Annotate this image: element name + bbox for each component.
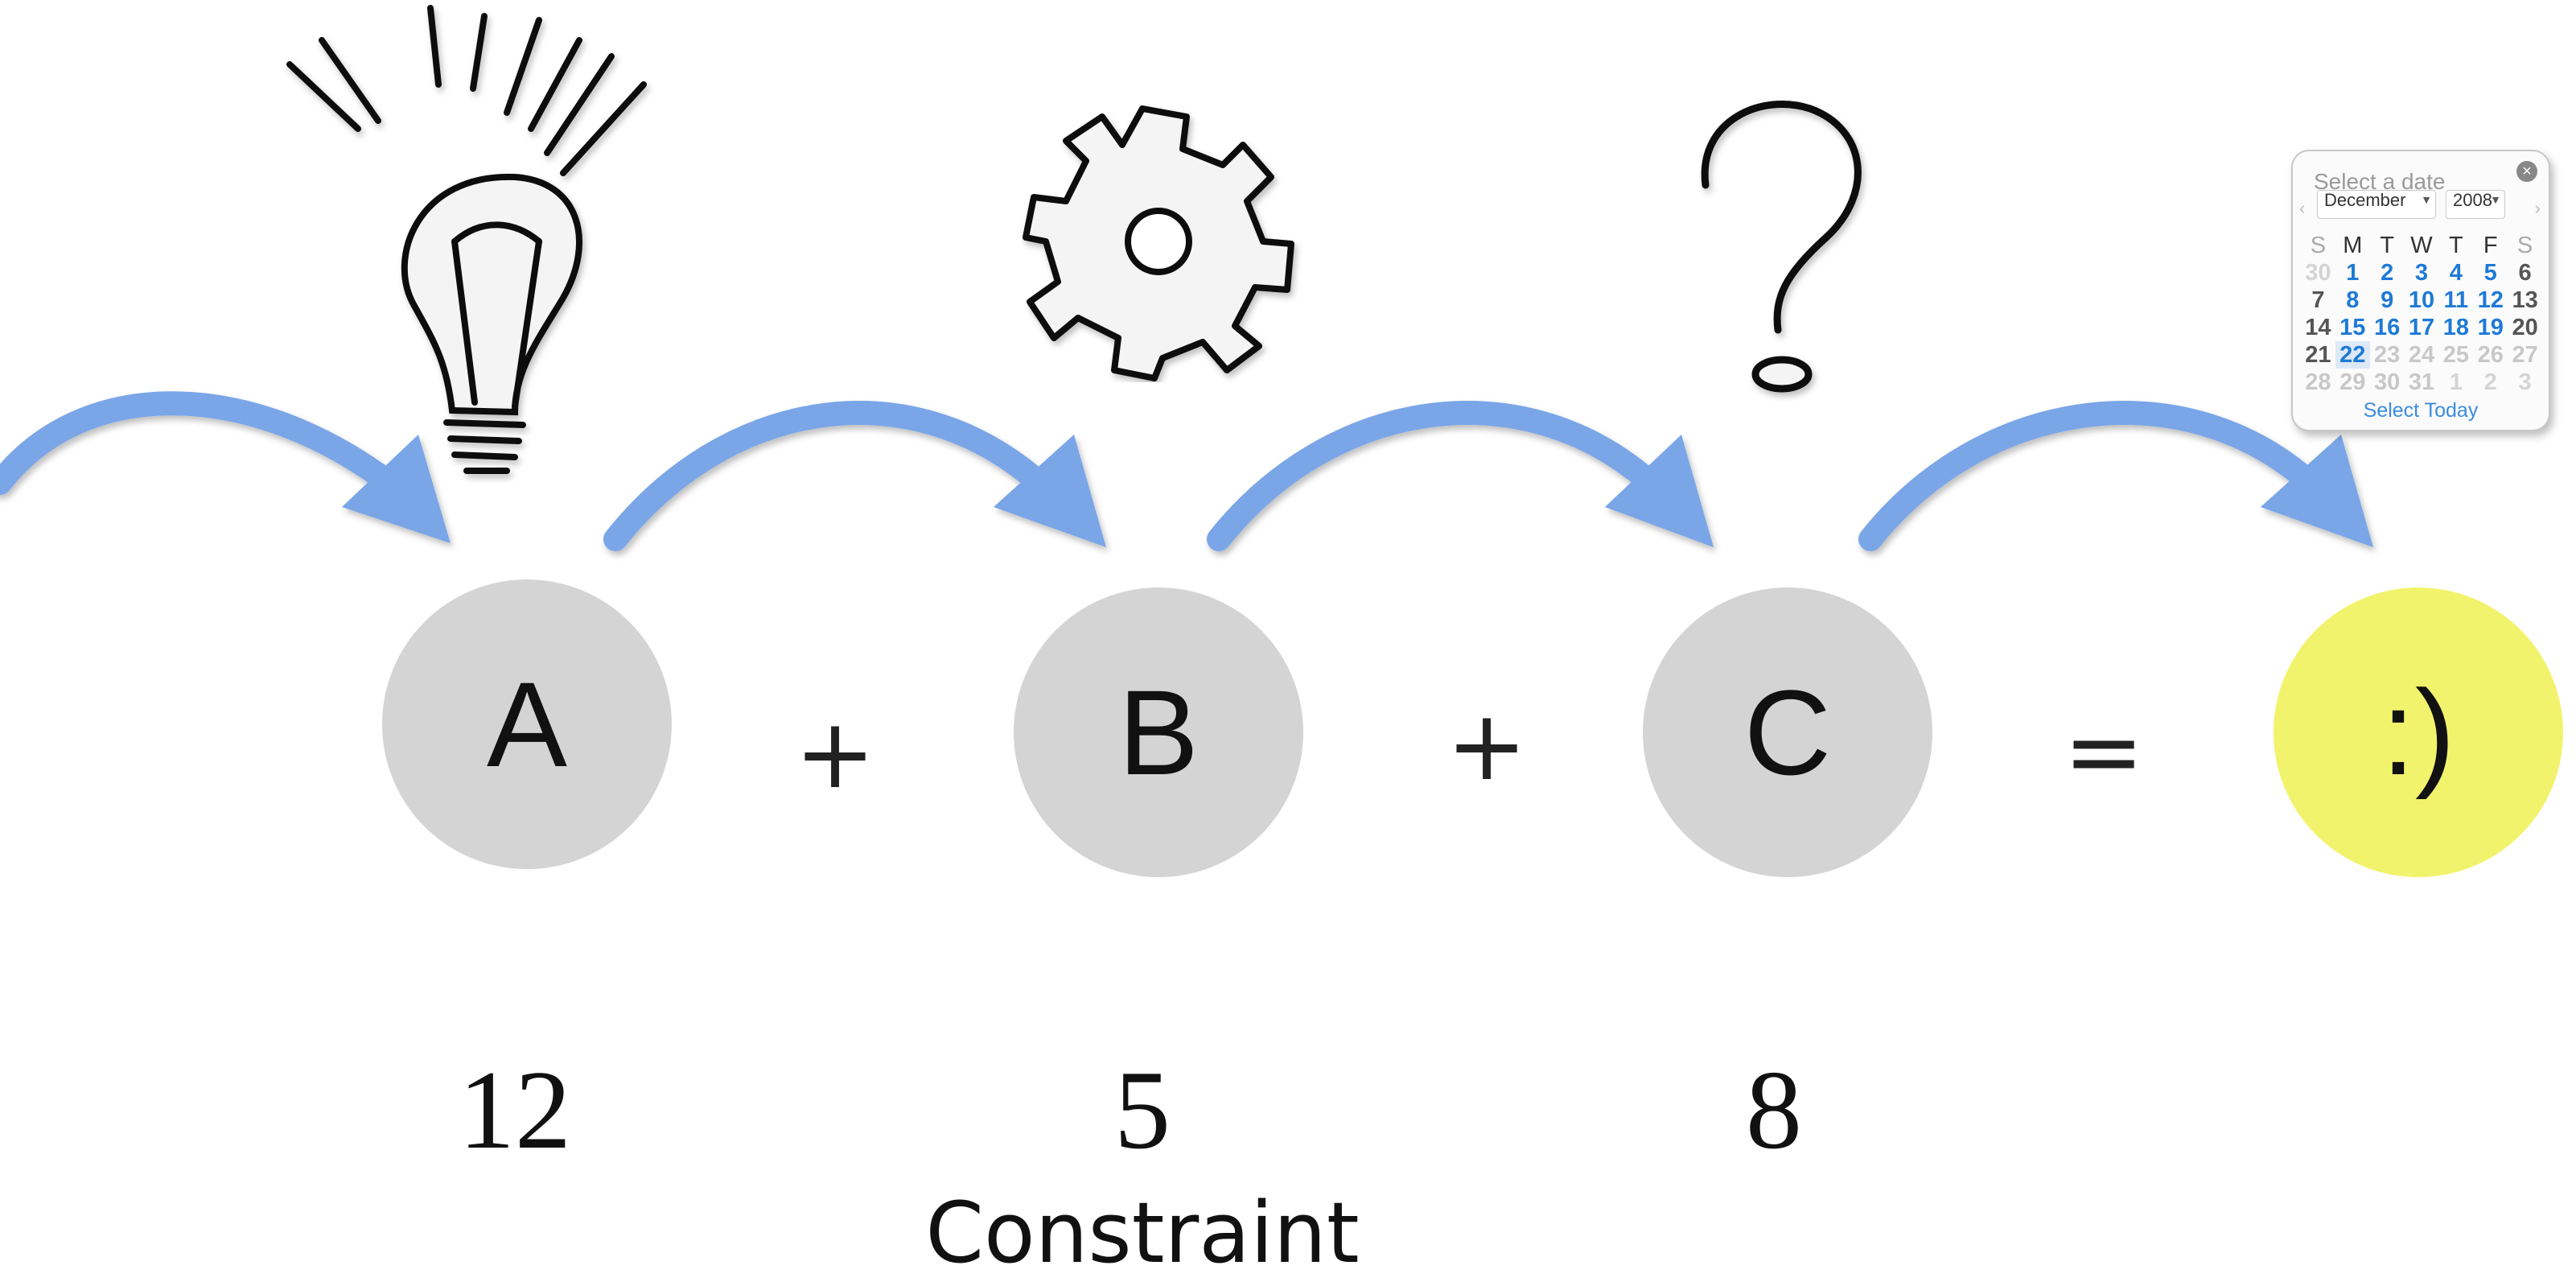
- calendar-day[interactable]: 31: [2408, 369, 2435, 395]
- node-b: B: [1014, 587, 1303, 877]
- value-a: 12: [459, 1048, 571, 1173]
- date-picker-title: Select a date: [2314, 169, 2446, 194]
- operator-plus-1: +: [794, 699, 876, 810]
- calendar-day[interactable]: 30: [2374, 369, 2401, 395]
- weekday-header: T: [2448, 233, 2463, 258]
- month-select[interactable]: December ▼: [2317, 190, 2436, 219]
- node-a: A: [382, 579, 672, 869]
- weekday-header: F: [2483, 233, 2498, 258]
- close-icon[interactable]: ×: [2516, 161, 2537, 182]
- calendar-day[interactable]: 5: [2483, 260, 2497, 286]
- calendar-day[interactable]: 24: [2408, 342, 2435, 368]
- chevron-down-icon: ▼: [2490, 193, 2501, 206]
- calendar-day[interactable]: 7: [2311, 287, 2325, 313]
- calendar-day[interactable]: 14: [2305, 315, 2331, 340]
- calendar-day[interactable]: 12: [2477, 287, 2504, 313]
- calendar-day[interactable]: 21: [2305, 342, 2331, 368]
- question-mark-icon: [1701, 100, 1862, 393]
- calendar-day: 3: [2518, 369, 2532, 395]
- calendar-day-today[interactable]: 22: [2335, 341, 2370, 369]
- arrow-b-to-c: [1207, 401, 1714, 551]
- calendar-day[interactable]: 27: [2512, 342, 2538, 368]
- operator-plus-2: +: [1446, 690, 1528, 802]
- weekday-header: T: [2380, 233, 2394, 258]
- operator-equals: =: [2063, 696, 2145, 808]
- year-select-value: 2008: [2453, 190, 2492, 210]
- calendar-day[interactable]: 18: [2442, 315, 2469, 340]
- calendar-day[interactable]: 8: [2346, 287, 2360, 313]
- node-c: C: [1643, 587, 1932, 877]
- calendar-day[interactable]: 15: [2339, 315, 2366, 340]
- year-select[interactable]: 2008 ▼: [2446, 190, 2505, 219]
- chevron-down-icon: ▼: [2421, 193, 2432, 206]
- calendar-day[interactable]: 20: [2512, 315, 2538, 340]
- calendar-day: 1: [2449, 369, 2463, 395]
- calendar-day[interactable]: 28: [2305, 369, 2331, 395]
- calendar-day[interactable]: 1: [2346, 260, 2360, 286]
- calendar-day[interactable]: 9: [2381, 287, 2394, 313]
- calendar-day[interactable]: 11: [2443, 287, 2469, 313]
- calendar-day[interactable]: 2: [2381, 260, 2394, 286]
- weekday-header: M: [2343, 233, 2363, 258]
- prev-month-icon[interactable]: ‹: [2299, 198, 2306, 218]
- node-result: :): [2274, 587, 2563, 877]
- value-b: 5: [1114, 1048, 1171, 1173]
- arrow-into-a: [0, 391, 451, 543]
- calendar-day[interactable]: 29: [2339, 369, 2366, 395]
- calendar-day[interactable]: 10: [2408, 287, 2435, 313]
- lightbulb-icon: [286, 5, 647, 474]
- weekday-header: S: [2516, 233, 2533, 258]
- calendar-day[interactable]: 26: [2477, 342, 2504, 368]
- calendar-day[interactable]: 23: [2374, 342, 2401, 368]
- calendar-day: 2: [2483, 369, 2497, 395]
- node-b-label: B: [1117, 665, 1200, 800]
- gear-icon: [1023, 105, 1294, 381]
- calendar-day[interactable]: 17: [2408, 315, 2435, 340]
- result-label: :): [2381, 665, 2455, 800]
- calendar-day[interactable]: 16: [2374, 315, 2401, 340]
- caption-constraint: Constraint: [925, 1184, 1360, 1282]
- node-c-label: C: [1743, 665, 1832, 800]
- calendar-day[interactable]: 25: [2442, 342, 2469, 368]
- value-c: 8: [1746, 1048, 1802, 1173]
- calendar-day[interactable]: 3: [2414, 260, 2429, 286]
- node-a-label: A: [486, 657, 568, 792]
- weekday-header: W: [2410, 233, 2433, 258]
- calendar-day: 30: [2305, 260, 2331, 286]
- calendar-day[interactable]: 4: [2449, 260, 2463, 286]
- calendar-day[interactable]: 13: [2512, 287, 2538, 313]
- select-today-link[interactable]: Select Today: [2363, 399, 2479, 422]
- calendar-day[interactable]: 19: [2477, 315, 2504, 340]
- calendar-day[interactable]: 6: [2518, 260, 2532, 286]
- month-select-value: December: [2324, 190, 2406, 210]
- next-month-icon[interactable]: ›: [2534, 198, 2541, 218]
- arrow-a-to-b: [603, 401, 1106, 551]
- weekday-header: S: [2310, 233, 2327, 258]
- arrow-c-to-result: [1858, 401, 2373, 551]
